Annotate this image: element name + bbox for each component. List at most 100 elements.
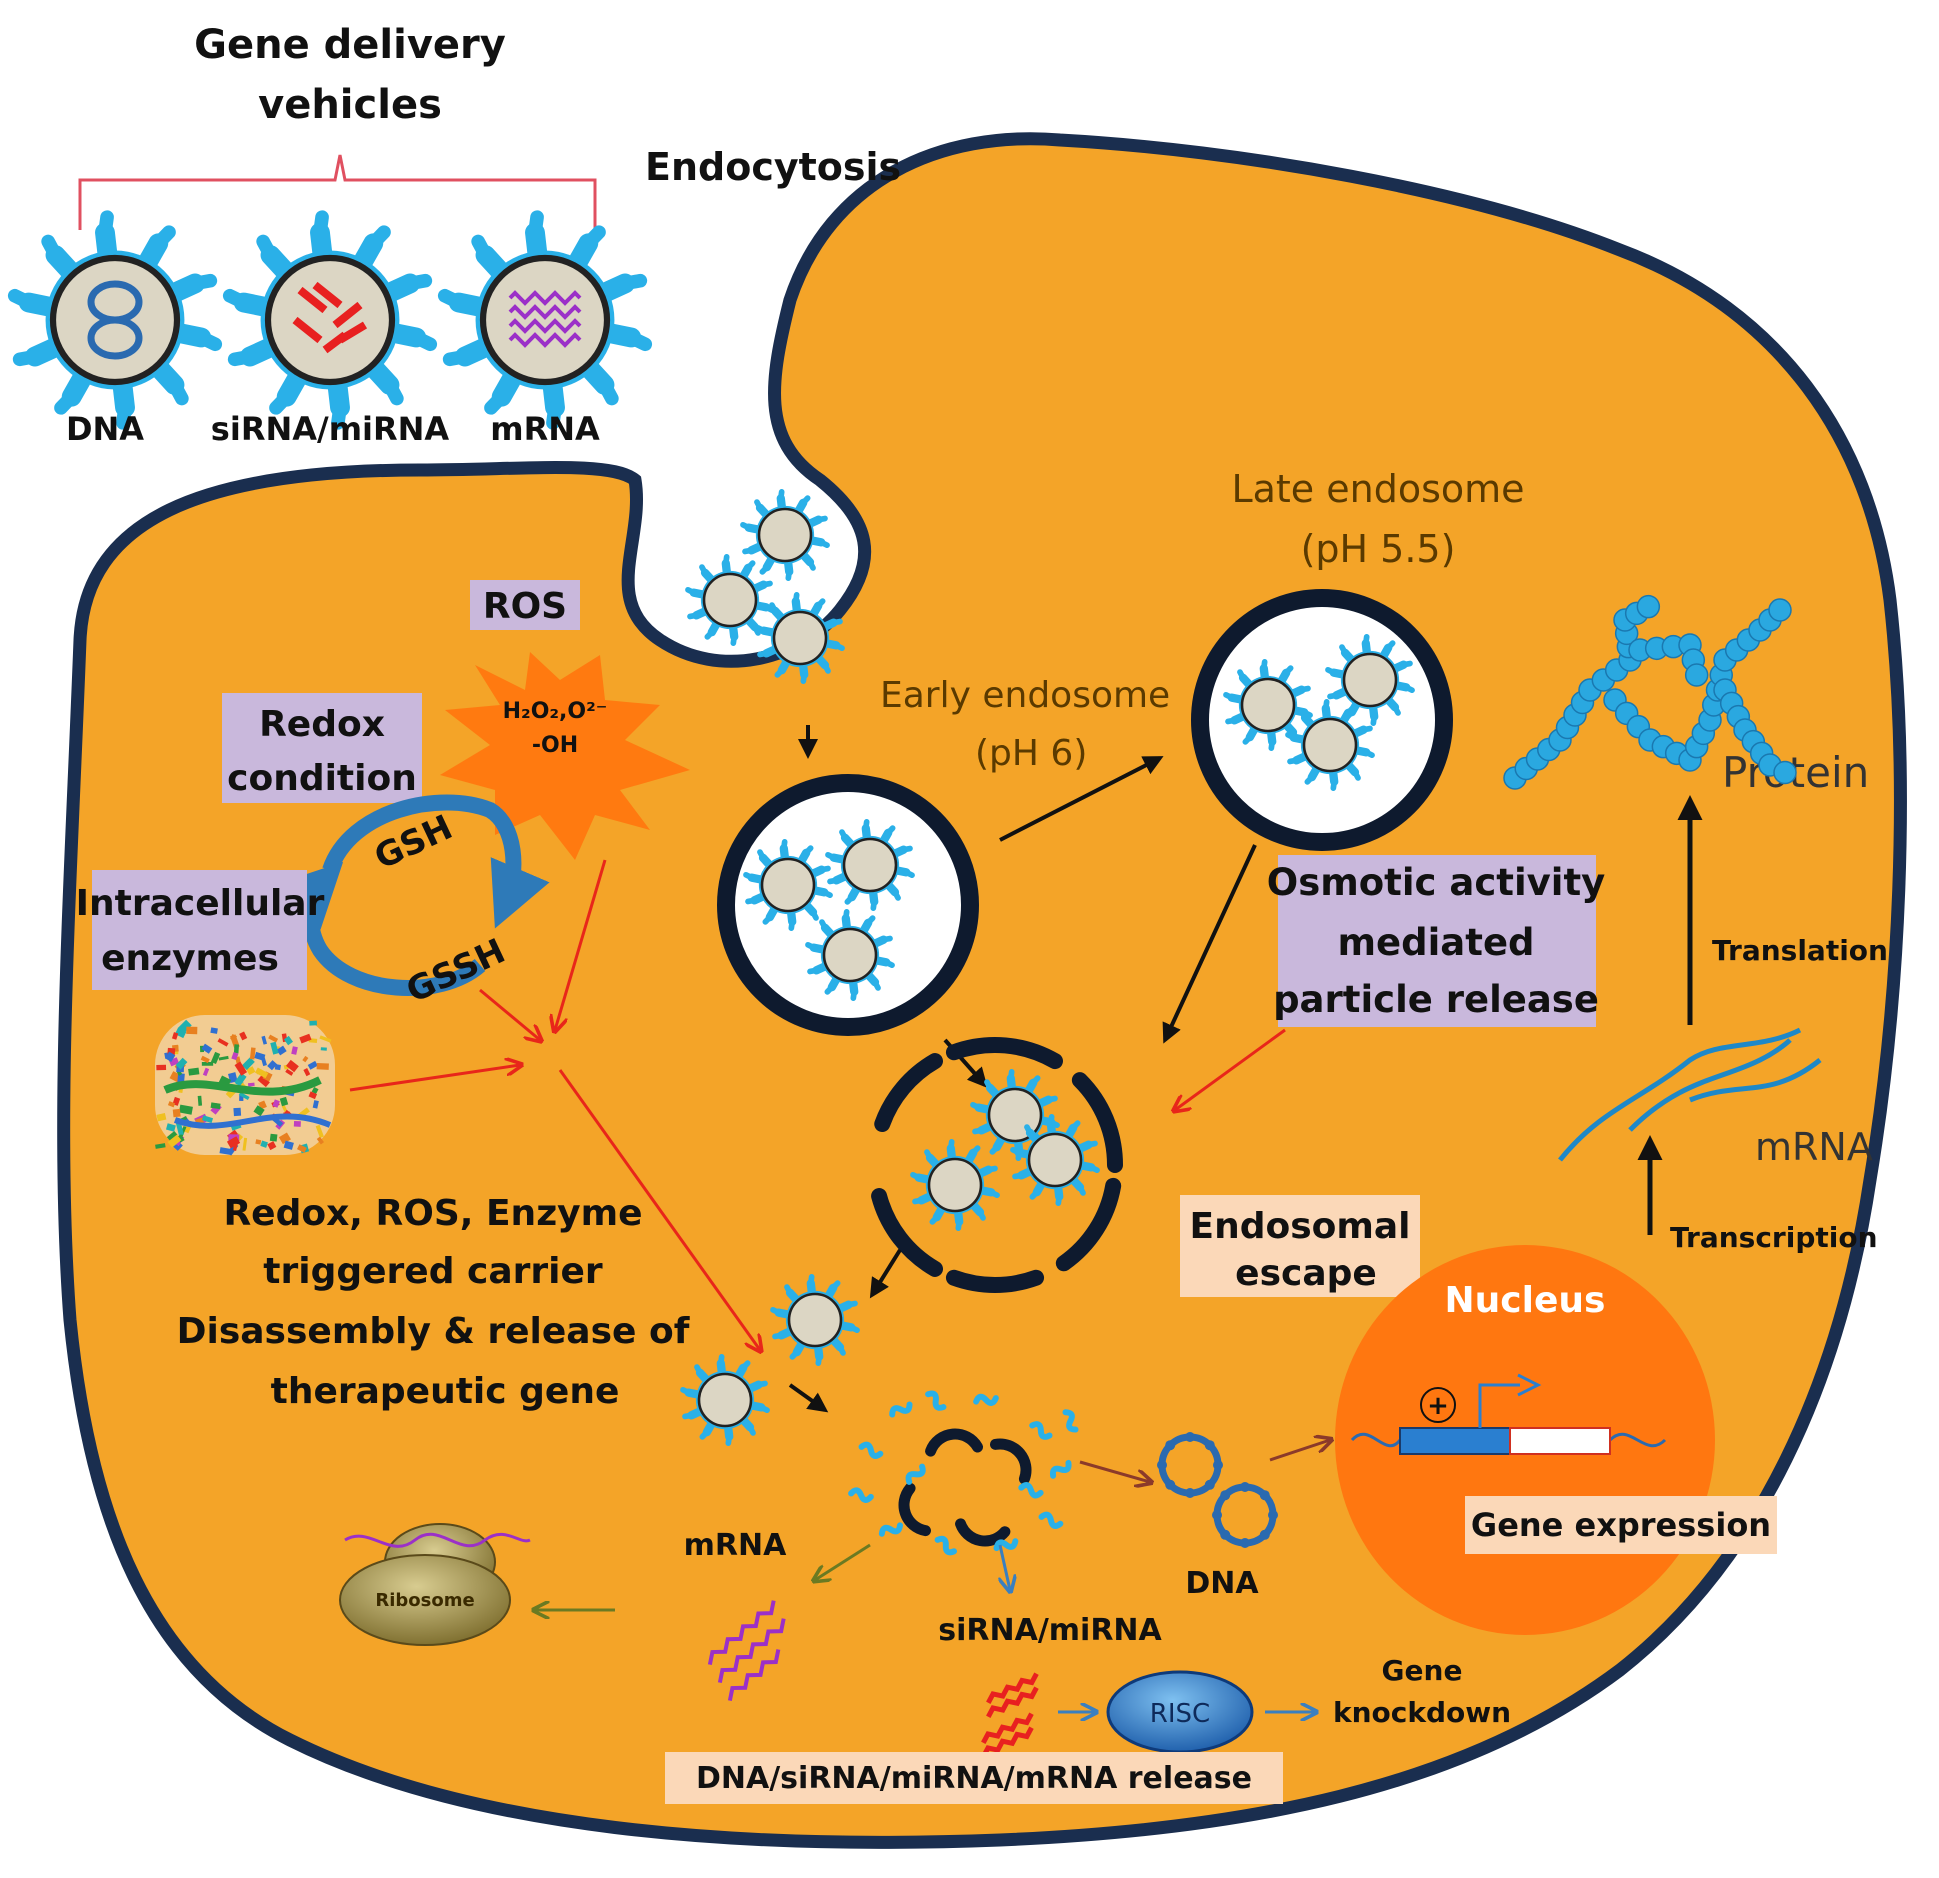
- ligand-fragment: [925, 1390, 947, 1411]
- dna-cargo-label: DNA: [1185, 1566, 1259, 1601]
- header-title-line2: vehicles: [258, 82, 442, 128]
- escaped-particle: [770, 1274, 860, 1366]
- invaginated-particle: [685, 554, 775, 646]
- ros-burst: [440, 652, 690, 860]
- ros-label-box: [470, 580, 580, 630]
- gene-knockdown-line2: knockdown: [1333, 1696, 1511, 1729]
- endosome-fragment: [945, 1269, 1045, 1293]
- late-endosome: [1191, 589, 1453, 851]
- late-endosome-particle: [1285, 699, 1375, 791]
- header-title-line1: Gene delivery: [194, 22, 506, 68]
- mrna-cargo-label: mRNA: [684, 1528, 787, 1563]
- dna-coil-icon: [87, 280, 143, 360]
- carrier-fragment: [925, 1428, 984, 1457]
- ligand-fragment: [1038, 1511, 1064, 1529]
- ros-species-line1: H₂O₂,O²⁻: [503, 699, 608, 724]
- late-endosome-label-line1: Late endosome: [1231, 467, 1524, 511]
- early-endosome: [717, 774, 979, 1036]
- osmotic-label-line1: Osmotic activity: [1267, 861, 1606, 904]
- late-endosome-particle: [1223, 659, 1313, 751]
- protein-chains: [1503, 594, 1797, 790]
- early-endosome-label-line2: (pH 6): [975, 733, 1087, 774]
- arrow-osmotic-to-escape: [1175, 1028, 1286, 1110]
- ligand-fragment: [858, 1441, 884, 1459]
- nucleus-label: Nucleus: [1445, 1280, 1606, 1321]
- ros-species-line2: -OH: [532, 733, 578, 758]
- mrna-cargo-icon: [707, 1600, 786, 1701]
- gsh-cycle-arrow-bottom: [275, 861, 486, 996]
- ligand-fragment: [993, 1538, 1019, 1552]
- redox-label-box: [222, 693, 422, 803]
- trigger-label-line2: triggered carrier: [263, 1251, 603, 1292]
- ligand-fragment: [1062, 1409, 1079, 1433]
- carrier-fragment: [898, 1482, 931, 1537]
- vehicle-label-dna: DNA: [66, 410, 144, 448]
- escaped-particle: [680, 1354, 770, 1446]
- escaping-particle: [1010, 1114, 1100, 1206]
- vehicles-brace: [78, 154, 597, 230]
- enzyme-structure-image: [155, 1015, 335, 1156]
- enhancer-plus-label: +: [1427, 1391, 1449, 1421]
- translation-label: Translation: [1712, 934, 1888, 967]
- early-endosome-label-line1: Early endosome: [880, 675, 1170, 716]
- vehicle-label-sirna: siRNA/miRNA: [211, 410, 450, 448]
- early-endosome-particle: [825, 819, 915, 911]
- vehicle-label-mrna: mRNA: [490, 410, 600, 448]
- mrna-wave-icon: [508, 290, 582, 348]
- arrow-release-to-mrna: [815, 1543, 871, 1580]
- vehicle-dna: [7, 210, 223, 430]
- sirna-cargo-label: siRNA/miRNA: [938, 1613, 1162, 1648]
- mrna-nuclear-label: mRNA: [1755, 1125, 1873, 1169]
- osmotic-label-box: [1278, 855, 1596, 1027]
- arrow-late-to-escape: [1162, 844, 1257, 1044]
- endosome-fragment: [1071, 1072, 1123, 1173]
- trigger-label-line3: Disassembly & release of: [177, 1311, 690, 1352]
- endosome-fragment: [945, 1037, 1063, 1070]
- endosome-fragment: [871, 1188, 943, 1277]
- ligand-fragment: [848, 1487, 874, 1503]
- endosomal-escape-line2: escape: [1235, 1253, 1377, 1294]
- ligand-fragment: [934, 1535, 958, 1556]
- ligand-fragment: [878, 1522, 903, 1537]
- endosome-fragment: [874, 1053, 943, 1132]
- ligand-fragment: [1029, 1421, 1053, 1440]
- gene-construct: +: [1350, 1373, 1667, 1455]
- gene-expression-label: Gene expression: [1471, 1506, 1771, 1544]
- carrier-fragment: [955, 1518, 1011, 1547]
- broken-endosome: [871, 1037, 1123, 1293]
- arrow-particles-to-release: [788, 1383, 829, 1413]
- osmotic-label-line2: mediated: [1337, 921, 1534, 964]
- ligand-fragment: [905, 1463, 926, 1485]
- osmotic-label-line3: particle release: [1273, 978, 1599, 1021]
- vehicle-sirna: [222, 210, 438, 430]
- trigger-label-line1: Redox, ROS, Enzyme: [223, 1193, 642, 1234]
- invagination-particles: [685, 489, 845, 684]
- carrier-fragment: [989, 1438, 1032, 1485]
- arrow-ros-to-trigger: [555, 859, 607, 1030]
- arrow-release-to-sirna: [1000, 1544, 1010, 1590]
- enzymes-label-line2: enzymes: [101, 938, 279, 979]
- early-endosome-particle: [805, 909, 895, 1001]
- transcription-label: Transcription: [1670, 1221, 1878, 1254]
- ligand-fragment: [973, 1393, 999, 1406]
- enzymes-label-line1: Intracellular: [76, 883, 325, 924]
- endocytosis-label: Endocytosis: [645, 145, 901, 189]
- arrow-early-to-late: [999, 756, 1164, 842]
- redox-label-line1: Redox: [259, 704, 385, 745]
- vehicle-row: [7, 210, 653, 430]
- ligand-fragment: [1049, 1459, 1072, 1479]
- dna-plasmid-icon: [1157, 1432, 1278, 1548]
- arrow-trigger-to-release: [558, 1069, 760, 1350]
- arrow-dna-to-nucleus: [1269, 1440, 1330, 1462]
- enzymes-label-box: [92, 870, 307, 990]
- escaped-particles: [680, 1274, 860, 1446]
- early-endosome-particle: [743, 839, 833, 931]
- escaping-particle: [910, 1139, 1000, 1231]
- vehicle-mrna: [437, 210, 653, 430]
- invaginated-particle: [755, 592, 845, 684]
- enhancer-plus-icon: [1420, 1387, 1456, 1423]
- arrow-escape-to-particles: [869, 1248, 902, 1299]
- release-caption: DNA/siRNA/miRNA/mRNA release: [696, 1761, 1252, 1796]
